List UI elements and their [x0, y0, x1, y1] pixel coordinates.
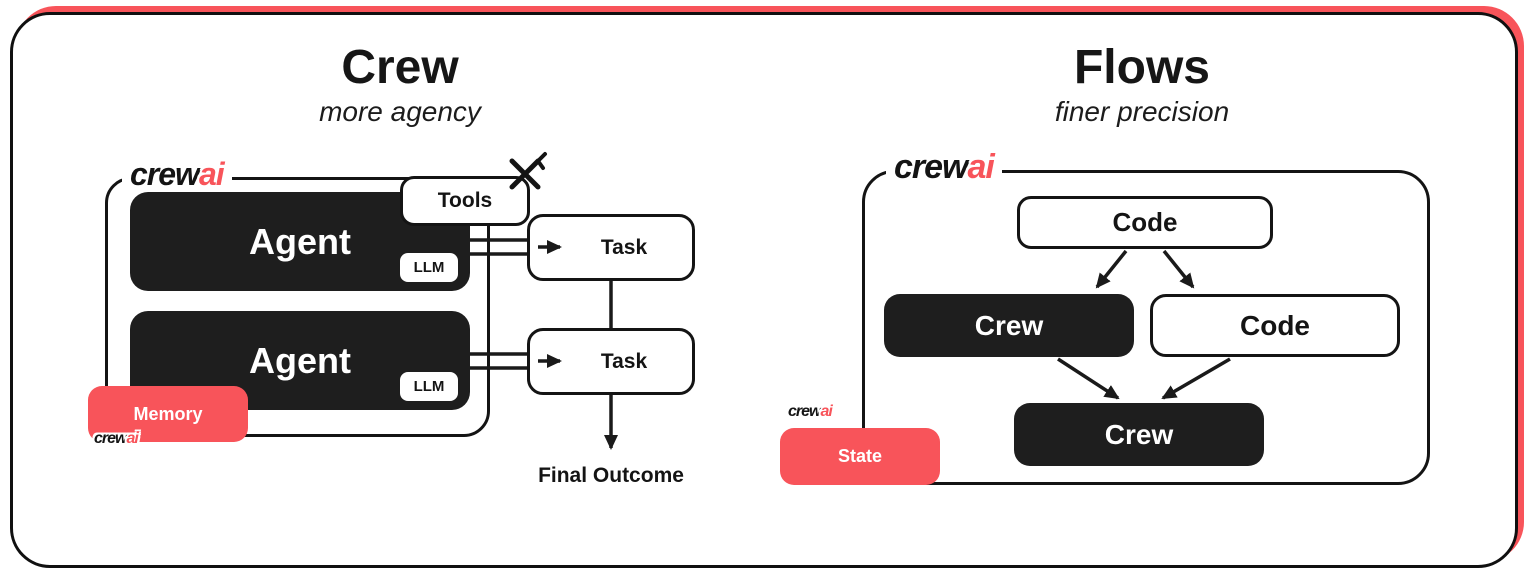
crewai-logo-text-crew: crew	[130, 156, 200, 192]
crewai-logo-small: crewai	[94, 430, 139, 447]
flows-title: Flows	[1073, 41, 1210, 94]
task-node-1: Task	[527, 214, 695, 281]
code-top-node: Code	[1017, 196, 1273, 249]
agent-label: Agent	[249, 220, 351, 262]
crewai-logo-text-ai: ai	[967, 148, 995, 186]
flows-subtitle: finer precision	[1054, 96, 1230, 127]
crew-bottom-node: Crew	[1014, 403, 1264, 466]
task-label: Task	[600, 235, 648, 259]
crewai-logo: crewai	[122, 158, 232, 190]
crew-label: Crew	[974, 309, 1044, 341]
memory-node: Memory	[88, 386, 248, 442]
crewai-logo-text-crew: crew	[788, 403, 821, 420]
final-outcome-label: Final Outcome	[538, 464, 684, 487]
crew-left-node: Crew	[884, 294, 1134, 357]
crew-title: Crew	[341, 41, 459, 94]
agent-node-1: Agent LLM	[130, 192, 470, 291]
llm-badge: LLM	[400, 253, 458, 282]
tools-label: Tools	[437, 189, 493, 212]
crew-label: Crew	[1104, 418, 1174, 450]
crewai-logo-text-crew: crew	[94, 430, 127, 447]
crewai-logo: crewai	[886, 150, 1002, 184]
code-label: Code	[1240, 309, 1310, 341]
crewai-logo-text-crew: crew	[894, 148, 968, 186]
crewai-logo-small: crewai	[788, 403, 833, 420]
crew-subtitle: more agency	[319, 96, 481, 127]
code-label: Code	[1112, 207, 1178, 237]
crewai-logo-text-ai: ai	[820, 403, 832, 420]
memory-label: Memory	[133, 403, 203, 424]
agent-label: Agent	[249, 339, 351, 381]
crewai-logo-text-ai: ai	[198, 156, 225, 192]
code-right-node: Code	[1150, 294, 1400, 357]
state-label: State	[837, 446, 882, 466]
crewai-logo-text-ai: ai	[126, 430, 138, 447]
task-label: Task	[600, 349, 648, 373]
state-node: State	[780, 428, 940, 485]
llm-badge: LLM	[400, 372, 458, 401]
tools-node: Tools	[400, 176, 530, 226]
task-node-2: Task	[527, 328, 695, 395]
